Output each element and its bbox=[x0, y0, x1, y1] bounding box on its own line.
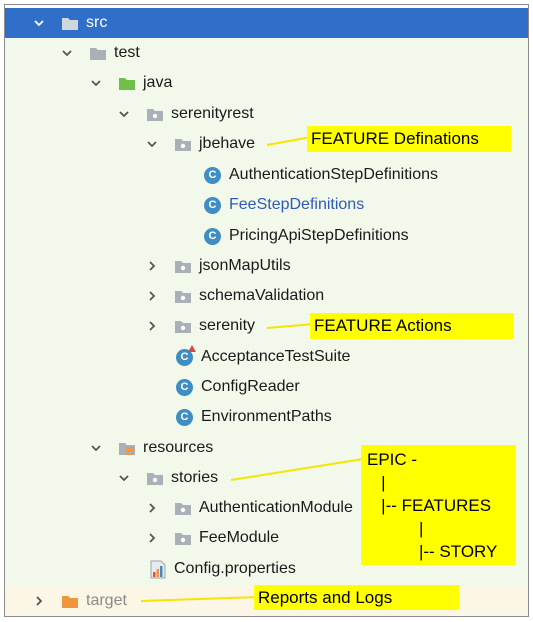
tree-node-label: src bbox=[86, 14, 108, 31]
tree-node-authentication-module[interactable]: AuthenticationModule bbox=[5, 493, 528, 523]
class-icon: C bbox=[204, 166, 221, 184]
resources-folder-icon bbox=[117, 439, 137, 457]
tree-node-label: FeeStepDefinitions bbox=[229, 196, 365, 213]
class-icon: C bbox=[204, 196, 221, 214]
tree-node-label: AuthenticationStepDefinitions bbox=[229, 166, 439, 183]
tree-node-jbehave[interactable]: jbehave bbox=[5, 129, 528, 159]
tree-node-label: AuthenticationModule bbox=[199, 499, 353, 516]
chevron-right-icon[interactable] bbox=[145, 531, 159, 545]
run-marker-icon bbox=[188, 344, 196, 352]
tree-node-fee-step-definitions[interactable]: C FeeStepDefinitions bbox=[5, 190, 528, 220]
tree-node-acceptance-test-suite[interactable]: C AcceptanceTestSuite bbox=[5, 342, 528, 372]
excluded-folder-icon bbox=[60, 592, 80, 610]
tree-node-target[interactable]: target bbox=[5, 586, 528, 616]
project-tree-panel: src test java serenityrest jbehave C Aut… bbox=[4, 4, 529, 617]
tree-node-environment-paths[interactable]: C EnvironmentPaths bbox=[5, 402, 528, 432]
folder-icon bbox=[88, 44, 108, 62]
tree-node-stories[interactable]: stories bbox=[5, 463, 528, 493]
tree-node-config-reader[interactable]: C ConfigReader bbox=[5, 372, 528, 402]
annotation-reports-and-logs: Reports and Logs bbox=[254, 585, 459, 610]
chevron-right-icon[interactable] bbox=[145, 319, 159, 333]
properties-file-icon bbox=[148, 560, 168, 578]
test-class-icon: C bbox=[176, 344, 196, 366]
class-letter: C bbox=[180, 350, 189, 363]
package-icon bbox=[173, 317, 193, 335]
chevron-down-icon[interactable] bbox=[117, 471, 131, 485]
tree-node-label: jbehave bbox=[199, 135, 256, 152]
tree-node-schemavalidation[interactable]: schemaValidation bbox=[5, 281, 528, 311]
tree-node-test[interactable]: test bbox=[5, 38, 528, 68]
annotation-feature-definitions: FEATURE Definations bbox=[307, 126, 511, 152]
tree-node-label: EnvironmentPaths bbox=[201, 408, 332, 425]
tree-node-label: serenity bbox=[199, 317, 256, 334]
chevron-right-icon[interactable] bbox=[145, 289, 159, 303]
package-icon bbox=[173, 499, 193, 517]
tree-node-label: FeeModule bbox=[199, 529, 280, 546]
tree-node-config-properties[interactable]: Config.properties bbox=[5, 554, 528, 584]
chevron-down-icon[interactable] bbox=[60, 46, 74, 60]
tree-node-resources[interactable]: resources bbox=[5, 433, 528, 463]
chevron-down-icon[interactable] bbox=[89, 76, 103, 90]
tree-node-label: schemaValidation bbox=[199, 287, 325, 304]
class-icon: C bbox=[176, 408, 193, 426]
package-icon bbox=[173, 529, 193, 547]
tree-node-serenityrest[interactable]: serenityrest bbox=[5, 99, 528, 129]
tree-node-fee-module[interactable]: FeeModule bbox=[5, 523, 528, 553]
chevron-right-icon[interactable] bbox=[32, 594, 46, 608]
tree-node-label: PricingApiStepDefinitions bbox=[229, 227, 409, 244]
tree-node-src[interactable]: src bbox=[5, 8, 528, 38]
tree-node-label: jsonMapUtils bbox=[199, 257, 291, 274]
tree-node-label: serenityrest bbox=[171, 105, 254, 122]
package-icon bbox=[173, 257, 193, 275]
chevron-down-icon[interactable] bbox=[32, 16, 46, 30]
chevron-right-icon[interactable] bbox=[145, 501, 159, 515]
tree-node-pricing-api-step-definitions[interactable]: C PricingApiStepDefinitions bbox=[5, 221, 528, 251]
tree-node-serenity[interactable]: serenity bbox=[5, 311, 528, 341]
package-icon bbox=[145, 469, 165, 487]
tree-node-label: java bbox=[143, 74, 173, 91]
chevron-down-icon[interactable] bbox=[117, 107, 131, 121]
annotation-epic-hierarchy: EPIC - | |-- FEATURES | |-- STORY bbox=[361, 445, 516, 565]
package-icon bbox=[173, 135, 193, 153]
tree-node-label: stories bbox=[171, 469, 219, 486]
tree-node-java[interactable]: java bbox=[5, 68, 528, 98]
package-icon bbox=[145, 105, 165, 123]
tree-node-label: target bbox=[86, 592, 127, 609]
chevron-down-icon[interactable] bbox=[145, 137, 159, 151]
folder-icon bbox=[60, 14, 80, 32]
chevron-right-icon[interactable] bbox=[145, 259, 159, 273]
tree-node-authentication-step-definitions[interactable]: C AuthenticationStepDefinitions bbox=[5, 160, 528, 190]
tree-node-label: resources bbox=[143, 439, 214, 456]
chevron-down-icon[interactable] bbox=[89, 441, 103, 455]
tree-node-label: Config.properties bbox=[174, 560, 296, 577]
annotation-feature-actions: FEATURE Actions bbox=[310, 313, 514, 339]
class-icon: C bbox=[176, 378, 193, 396]
tree-node-label: test bbox=[114, 44, 140, 61]
test-source-folder-icon bbox=[117, 74, 137, 92]
tree-node-label: AcceptanceTestSuite bbox=[201, 348, 351, 365]
class-icon: C bbox=[204, 227, 221, 245]
tree-node-jsonmaputils[interactable]: jsonMapUtils bbox=[5, 251, 528, 281]
tree-node-label: ConfigReader bbox=[201, 378, 300, 395]
package-icon bbox=[173, 287, 193, 305]
